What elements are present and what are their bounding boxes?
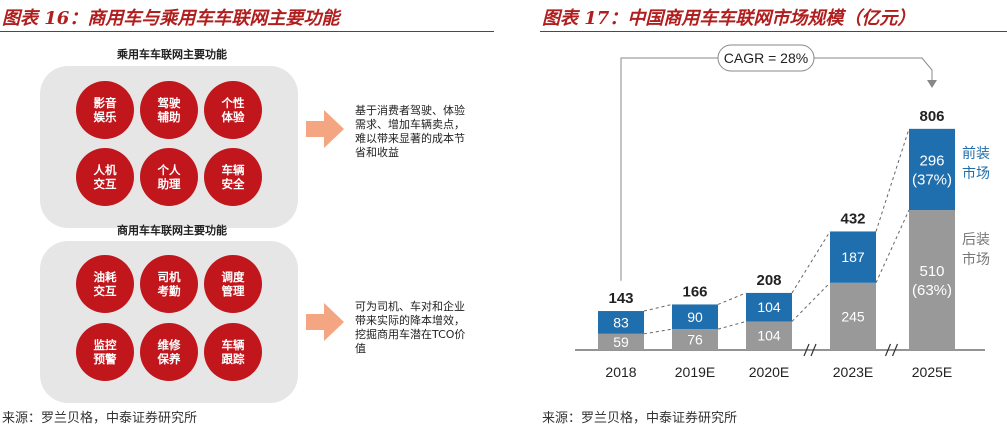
market-size-chart: 59 83 143 2018 76 90 166 2019E 104 104 208 2020E 245… <box>575 44 990 380</box>
function-circle: 维修 保养 <box>140 323 198 381</box>
bar-value-label: 104 <box>757 299 781 315</box>
bar-value-label: 245 <box>841 308 865 324</box>
x-tick-label: 2025E <box>912 364 952 380</box>
function-circle: 影音 娱乐 <box>76 81 134 139</box>
cagr-pill <box>717 44 815 72</box>
function-circle: 个性 体验 <box>204 81 262 139</box>
bar-total-label: 166 <box>682 283 707 300</box>
x-tick-label: 2023E <box>833 364 873 380</box>
bar-segment-aftermarket <box>830 282 876 350</box>
commercial-description: 可为司机、车对和企业带来实际的降本增效，挖掘商用车潜在TCO价值 <box>355 300 466 355</box>
legend-aftermarket-label: 后装市场 <box>962 232 990 268</box>
function-circle: 个人 助理 <box>140 148 198 206</box>
function-circle: 司机 考勤 <box>140 255 198 313</box>
figure-16-title-rule <box>0 31 494 32</box>
function-circle: 驾驶 辅助 <box>140 81 198 139</box>
axis-break-mark <box>891 343 899 357</box>
bar-segment-aftermarket <box>672 329 718 350</box>
bar-value-label: 104 <box>757 328 781 344</box>
cagr-arrowhead <box>927 80 937 88</box>
bar-segment-oem <box>746 292 792 322</box>
x-tick-label: 2018 <box>605 364 636 380</box>
connector-line <box>643 303 673 312</box>
bar-segment-oem <box>909 128 955 211</box>
bar-segment-oem <box>598 311 644 334</box>
connector-line <box>717 320 747 330</box>
axis-break-mark <box>803 343 810 357</box>
figure-17-title-rule <box>540 31 1007 32</box>
passenger-group-title: 乘用车车联网主要功能 <box>117 48 227 61</box>
axis-break-mark <box>884 343 892 357</box>
commercial-functions-box: 油耗 交互 司机 考勤 调度 管理 监控 预警 维修 保养 车辆 跟踪 <box>40 241 298 403</box>
bar-segment-aftermarket <box>746 321 792 350</box>
figure-17-panel: 图表 17：中国商用车车联网市场规模（亿元） 59 83 143 2018 76 90 16… <box>540 0 1007 433</box>
bar-value-label: 83 <box>613 314 629 330</box>
cagr-annotation: CAGR = 28% <box>724 50 808 66</box>
bar-segment-oem <box>672 304 718 330</box>
connector-line <box>791 231 831 294</box>
connector-line <box>643 328 673 335</box>
connector-line <box>875 128 910 232</box>
bar-value-label: 59 <box>613 334 629 350</box>
figure-16-source: 来源：罗兰贝格，中泰证券研究所 <box>2 411 198 426</box>
bar-value-label: 187 <box>841 249 865 265</box>
figure-17-source: 来源：罗兰贝格，中泰证券研究所 <box>542 411 738 426</box>
bar-value-label: 296(37%) <box>912 152 952 188</box>
x-tick-label: 2019E <box>675 364 715 380</box>
commercial-group-title: 商用车车联网主要功能 <box>117 224 227 237</box>
connector-line <box>791 282 831 322</box>
bar-total-label: 143 <box>608 290 633 307</box>
bar-total-label: 432 <box>840 210 865 227</box>
bar-total-label: 208 <box>756 272 781 289</box>
connector-line <box>717 292 747 305</box>
legend-oem-label: 前装市场 <box>962 145 990 182</box>
bar-segment-aftermarket <box>598 333 644 350</box>
bar-total-label: 806 <box>919 108 944 125</box>
function-circle: 监控 预警 <box>76 323 134 381</box>
connector-line <box>875 209 910 283</box>
bar-value-label: 90 <box>687 309 703 325</box>
bar-value-label: 510(63%) <box>912 263 952 299</box>
bar-segment-aftermarket <box>909 210 955 350</box>
function-circle: 调度 管理 <box>204 255 262 313</box>
right-arrow-icon <box>306 110 344 148</box>
bar-segment-oem <box>830 231 876 283</box>
bar-value-label: 76 <box>687 332 703 348</box>
function-circle: 车辆 安全 <box>204 148 262 206</box>
passenger-description: 基于消费者驾驶、体验需求、增加车辆卖点，难以带来显著的成本节省和收益 <box>355 104 465 159</box>
function-circle: 人机 交互 <box>76 148 134 206</box>
cagr-bracket-line <box>620 57 933 281</box>
function-circle: 车辆 跟踪 <box>204 323 262 381</box>
right-arrow-icon <box>306 303 344 341</box>
figure-16-panel: 图表 16：商用车与乘用车车联网主要功能 乘用车车联网主要功能 影音 娱乐 驾驶… <box>0 0 494 433</box>
figure-16-title: 图表 16：商用车与乘用车车联网主要功能 <box>2 8 340 29</box>
axis-break-mark <box>810 343 817 357</box>
passenger-functions-box: 影音 娱乐 驾驶 辅助 个性 体验 人机 交互 个人 助理 车辆 安全 <box>40 66 298 228</box>
function-circle: 油耗 交互 <box>76 255 134 313</box>
figure-17-title: 图表 17：中国商用车车联网市场规模（亿元） <box>542 8 916 29</box>
x-tick-label: 2020E <box>749 364 789 380</box>
